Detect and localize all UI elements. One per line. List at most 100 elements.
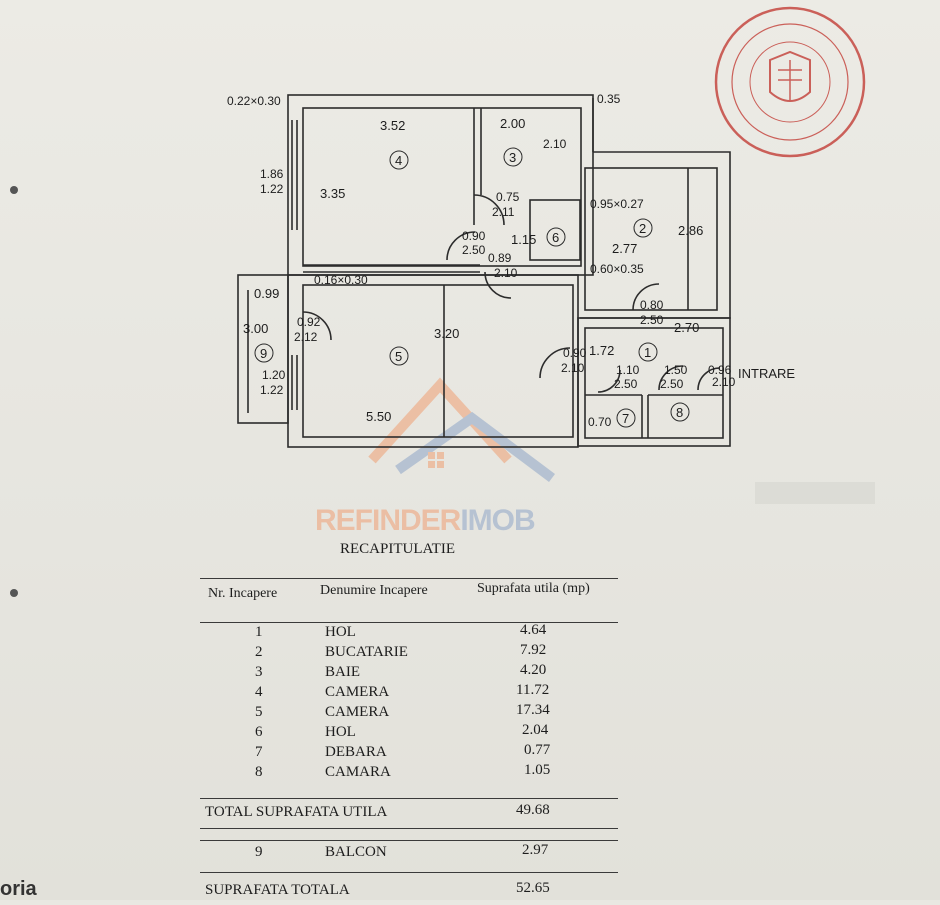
row-area: 7.92 bbox=[520, 642, 547, 658]
row-nr: 8 bbox=[255, 764, 263, 780]
dim-label: 2.77 bbox=[612, 241, 637, 256]
room-number-labels: 1 2 3 4 5 6 7 8 9 bbox=[260, 150, 683, 426]
row-area: 2.04 bbox=[522, 722, 549, 738]
dim-label: 2.50 bbox=[614, 377, 638, 391]
row-name: CAMERA bbox=[325, 684, 390, 700]
row-area: 0.77 bbox=[524, 742, 551, 758]
room-number: 6 bbox=[552, 230, 559, 245]
bleed-through bbox=[755, 482, 875, 504]
dim-label: 2.12 bbox=[294, 330, 318, 344]
row-area: 17.34 bbox=[516, 702, 550, 718]
dim-label: 2.11 bbox=[492, 205, 515, 219]
dim-label: 1.15 bbox=[511, 232, 536, 247]
dim-label: 0.22×0.30 bbox=[227, 94, 281, 108]
row-nr: 6 bbox=[255, 724, 263, 740]
dim-label: 1.20 bbox=[262, 368, 286, 382]
row-nr: 3 bbox=[255, 664, 263, 680]
header-nr: Nr. Incapere bbox=[208, 586, 278, 601]
dim-label: 0.92 bbox=[297, 315, 321, 329]
dim-label: 1.10 bbox=[616, 363, 640, 377]
official-stamp bbox=[714, 6, 866, 158]
total-label: SUPRAFATA TOTALA bbox=[205, 882, 350, 898]
row-nr: 1 bbox=[255, 624, 263, 640]
dim-label: 1.22 bbox=[260, 182, 284, 196]
dim-label: 5.50 bbox=[366, 409, 391, 424]
dim-label: 2.50 bbox=[660, 377, 684, 391]
dim-label: 0.35 bbox=[597, 92, 621, 106]
row-name: HOL bbox=[325, 724, 356, 740]
dim-label: 0.90 bbox=[462, 229, 486, 243]
room-number: 2 bbox=[639, 221, 646, 236]
row-nr: 4 bbox=[255, 684, 263, 700]
punch-hole bbox=[10, 186, 18, 194]
room-number: 4 bbox=[395, 153, 402, 168]
row-name: DEBARA bbox=[325, 744, 387, 760]
row-area: 4.64 bbox=[520, 622, 547, 638]
watermark-part1: REFINDER bbox=[315, 504, 462, 537]
dim-label: 3.35 bbox=[320, 186, 345, 201]
header-name: Denumire Incapere bbox=[320, 583, 428, 598]
row-area: 1.05 bbox=[524, 762, 551, 778]
dim-label: 0.75 bbox=[496, 190, 520, 204]
watermark-text: REFINDERIMOB bbox=[315, 504, 535, 537]
walls bbox=[237, 94, 731, 448]
dim-label: 1.22 bbox=[260, 383, 284, 397]
dim-label: 0.95×0.27 bbox=[590, 197, 644, 211]
row-name: BAIE bbox=[325, 664, 360, 680]
row-nr: 5 bbox=[255, 704, 263, 720]
dim-label: 0.80 bbox=[640, 298, 664, 312]
room-number: 5 bbox=[395, 349, 402, 364]
room-number: 7 bbox=[622, 411, 629, 426]
dim-label: 3.52 bbox=[380, 118, 405, 133]
dim-label: 2.10 bbox=[712, 375, 736, 389]
dim-label: 1.86 bbox=[260, 167, 284, 181]
room-numbers bbox=[254, 147, 690, 428]
watermark-part2: IMOB bbox=[460, 504, 535, 537]
dim-label: 0.96 bbox=[708, 363, 732, 377]
room-number: 1 bbox=[644, 345, 651, 360]
room-number: 9 bbox=[260, 346, 267, 361]
dim-label: 2.10 bbox=[494, 266, 518, 280]
watermark-logo: REFINDERIMOB bbox=[315, 377, 555, 537]
row-area: 4.20 bbox=[520, 662, 547, 678]
dim-label: 2.50 bbox=[462, 243, 486, 257]
total-value: 52.65 bbox=[516, 880, 550, 896]
dim-label: 2.10 bbox=[543, 137, 567, 151]
dim-label: 2.70 bbox=[674, 320, 699, 335]
balcony-name: BALCON bbox=[325, 844, 387, 860]
site-fragment: oria bbox=[0, 878, 37, 900]
dim-label: 0.70 bbox=[588, 415, 612, 429]
punch-hole bbox=[10, 589, 18, 597]
dim-label: 3.20 bbox=[434, 326, 459, 341]
dim-label: 0.90 bbox=[563, 346, 587, 360]
entrance-label: INTRARE bbox=[738, 366, 795, 381]
recap-title: RECAPITULATIE bbox=[340, 541, 455, 557]
room-number: 3 bbox=[509, 150, 516, 165]
balcony-area: 2.97 bbox=[522, 842, 549, 858]
dim-label: 2.00 bbox=[500, 116, 525, 131]
dim-label: 0.60×0.35 bbox=[590, 262, 644, 276]
total-util-value: 49.68 bbox=[516, 802, 550, 818]
dim-label: 0.16×0.30 bbox=[314, 273, 368, 287]
dim-label: 2.10 bbox=[561, 361, 585, 375]
dim-label: 0.99 bbox=[254, 286, 279, 301]
dim-label: 3.00 bbox=[243, 321, 268, 336]
row-area: 11.72 bbox=[516, 682, 550, 698]
row-name: CAMERA bbox=[325, 704, 390, 720]
dim-label: 1.50 bbox=[664, 363, 688, 377]
balcony-nr: 9 bbox=[255, 844, 263, 860]
row-nr: 7 bbox=[255, 744, 263, 760]
row-name: BUCATARIE bbox=[325, 644, 408, 660]
row-name: CAMARA bbox=[325, 764, 391, 780]
dimension-labels: 0.22×0.30 3.52 2.00 0.35 2.10 1.86 1.22 … bbox=[227, 92, 736, 429]
room-number: 8 bbox=[676, 405, 683, 420]
dim-label: 2.50 bbox=[640, 313, 664, 327]
header-area: Suprafata utila (mp) bbox=[477, 581, 590, 596]
dim-label: 0.89 bbox=[488, 251, 512, 265]
dim-label: 2.86 bbox=[678, 223, 703, 238]
row-nr: 2 bbox=[255, 644, 263, 660]
total-util-label: TOTAL SUPRAFATA UTILA bbox=[205, 804, 388, 820]
dim-label: 1.72 bbox=[589, 343, 614, 358]
